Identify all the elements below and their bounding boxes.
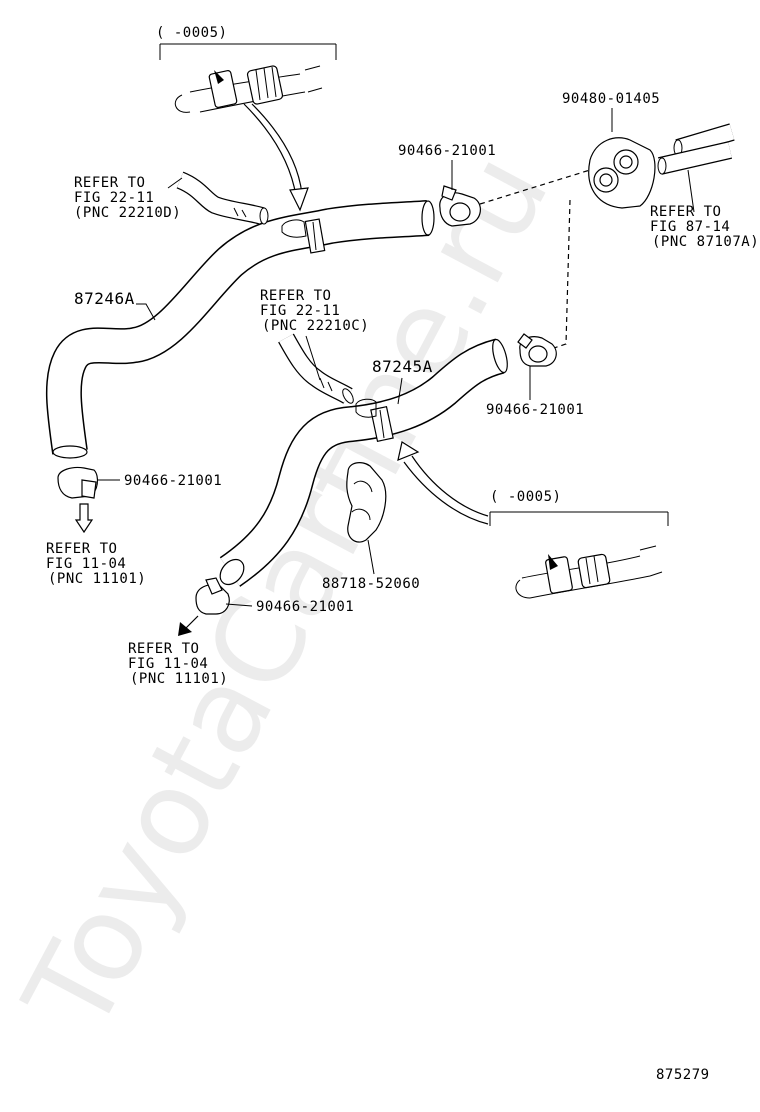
grommet-icon	[588, 137, 656, 209]
part-label-clip-right: 90466-21001	[486, 402, 584, 418]
top-inset: ( -0005)	[156, 25, 337, 212]
ref-bottom-line3: (PNC 11101)	[130, 671, 228, 687]
pipe-22210C	[278, 333, 354, 404]
down-arrow-icon	[74, 503, 94, 534]
ref-right-line3: (PNC 87107A)	[652, 234, 759, 250]
part-label-87245A: 87245A	[372, 357, 433, 376]
ref-left-lower-line3: (PNC 11101)	[48, 571, 146, 587]
part-label-clamp: 88718-52060	[322, 576, 420, 592]
right-inset: ( -0005)	[489, 489, 669, 599]
top-inset-hose-icon	[174, 65, 323, 113]
part-label-clip-bottom: 90466-21001	[256, 599, 354, 615]
hose-87245A	[219, 338, 508, 587]
ref-left-lower-line1: REFER TO	[46, 541, 117, 557]
ref-center-line2: FIG 22-11	[260, 303, 340, 319]
right-inset-hose-icon	[515, 545, 663, 599]
ref-right-line1: REFER TO	[650, 204, 721, 220]
clip-left-icon	[57, 466, 99, 499]
watermark-text: ToyotaCarfine.ru	[0, 131, 575, 1054]
ref-center-line3: (PNC 22210C)	[262, 318, 369, 334]
pipe-22210D	[176, 171, 269, 225]
part-label-grommet: 90480-01405	[562, 91, 660, 107]
ref-bottom-line2: FIG 11-04	[128, 656, 208, 672]
part-label-clip-top: 90466-21001	[398, 143, 496, 159]
right-curved-arrow	[411, 455, 489, 517]
ref-top-left-line2: FIG 22-11	[74, 190, 154, 206]
ref-right-line2: FIG 87-14	[650, 219, 730, 235]
ref-top-left-line3: (PNC 22210D)	[74, 205, 181, 221]
hose-87246A	[45, 200, 435, 459]
part-label-clip-left: 90466-21001	[124, 473, 222, 489]
ref-top-left-line1: REFER TO	[74, 175, 145, 191]
ref-bottom-line1: REFER TO	[128, 641, 199, 657]
ref-left-lower-line2: FIG 11-04	[46, 556, 126, 572]
ref-center-line1: REFER TO	[260, 288, 331, 304]
clip-top-icon	[439, 185, 481, 227]
pipe-87107A	[657, 123, 735, 175]
clip-bottom-icon	[195, 577, 230, 615]
clamp-icon	[346, 462, 387, 543]
diagram-id: 875279	[656, 1067, 710, 1083]
right-inset-label: ( -0005)	[490, 489, 561, 505]
top-inset-label: ( -0005)	[156, 25, 227, 41]
clip-right-icon	[517, 333, 557, 367]
part-label-87246A: 87246A	[74, 289, 135, 308]
top-curved-arrow	[243, 103, 297, 197]
